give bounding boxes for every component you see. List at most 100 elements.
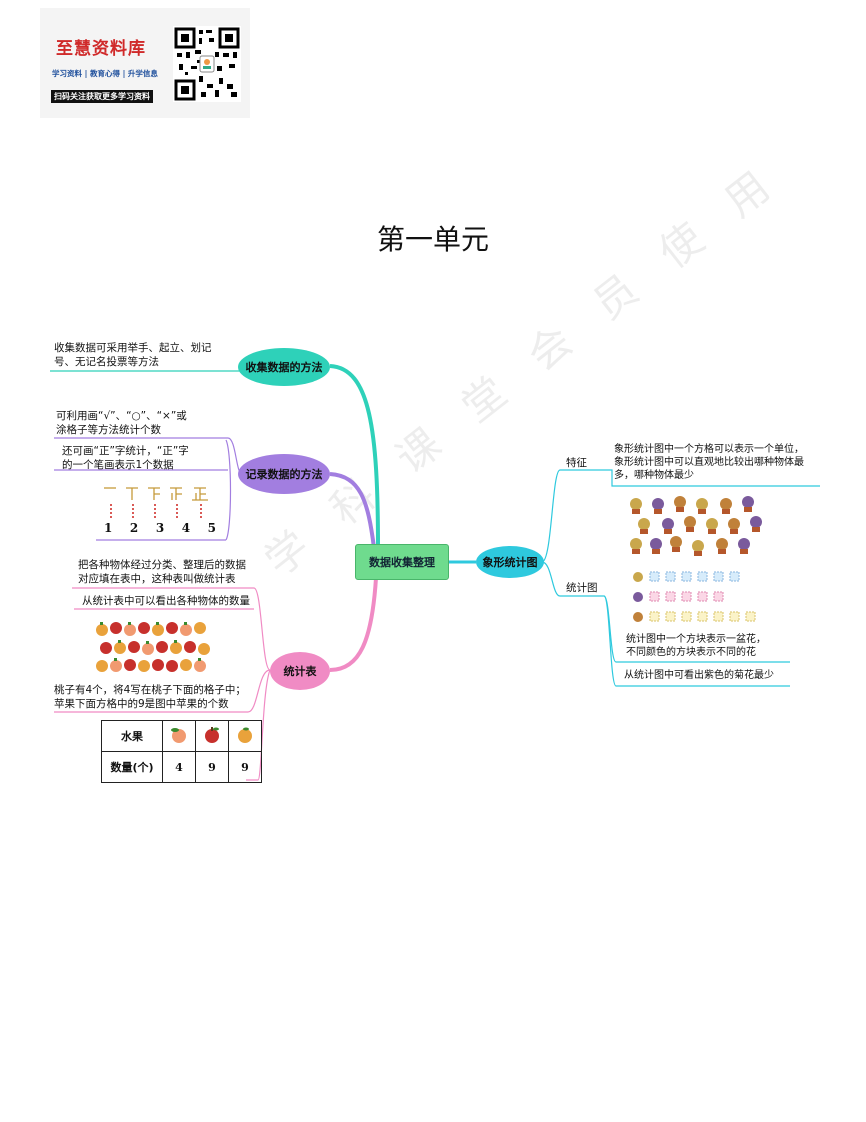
flower-icon	[638, 518, 650, 530]
chart-label: 统计图	[566, 582, 598, 594]
flower-icon	[670, 536, 682, 548]
record-note-2-line-1: 还可画“正”字统计，“正”字	[62, 445, 189, 457]
flower-icon	[630, 498, 642, 510]
table-note-2: 从统计表中可以看出各种物体的数量	[82, 595, 250, 607]
collect-note-line-1: 收集数据可采用举手、起立、划记	[54, 342, 212, 354]
flower-icon	[720, 498, 732, 510]
feature-note-line-2: 象形统计图中可以直观地比较出哪种物体最	[614, 457, 804, 468]
chart-note-1: 统计图中一个方块表示一盆花， 不同颜色的方块表示不同的花	[626, 633, 766, 659]
chart-note-2: 从统计图中可看出紫色的菊花最少	[624, 670, 774, 681]
node-stat-table: 统计表	[270, 652, 330, 690]
pot-icon	[708, 529, 716, 534]
table-note-1-line-2: 对应填在表中，这种表叫做统计表	[78, 573, 236, 585]
table-note-3: 桃子有4个，将4写在桃子下面的格子中； 苹果下面方格中的9是图中苹果的个数	[54, 683, 246, 711]
zheng-number: 4	[181, 521, 191, 535]
flower-icon	[630, 538, 642, 550]
flower-icon	[652, 498, 664, 510]
table-note-1: 把各种物体经过分类、整理后的数据 对应填在表中，这种表叫做统计表	[78, 558, 246, 586]
table-header-fruit: 水果	[101, 720, 163, 752]
feature-label: 特征	[566, 457, 587, 469]
pot-icon	[654, 509, 662, 514]
brand-tags: 学习资料 | 教育心得 | 升学信息	[52, 69, 158, 78]
flower-icon	[742, 496, 754, 508]
table-row: 数量(个) 4 9 9	[101, 751, 262, 783]
connector-table	[329, 577, 378, 672]
table-row: 水果	[101, 720, 262, 752]
flower-icon	[716, 538, 728, 550]
page-title: 第一单元	[376, 223, 489, 256]
connector-collect	[329, 364, 380, 549]
table-note-1-line-1: 把各种物体经过分类、整理后的数据	[78, 559, 246, 571]
pot-icon	[744, 507, 752, 512]
zheng-number: 5	[207, 521, 216, 535]
flower-icon	[696, 498, 708, 510]
pot-icon	[698, 509, 706, 514]
pot-icon	[740, 549, 748, 554]
feature-note-line-1: 象形统计图中一个方格可以表示一个单位，	[614, 444, 804, 455]
flower-icon	[706, 518, 718, 530]
flower-icon	[692, 540, 704, 552]
flower-icon	[750, 516, 762, 528]
record-note-1: 可利用画“√”、“○”、“×”或 涂格子等方法统计个数	[56, 409, 187, 437]
table-cell: 9	[228, 751, 262, 783]
connector-record	[329, 472, 376, 549]
apple-icon	[195, 720, 229, 752]
node-pictograph: 象形统计图	[476, 546, 544, 578]
node-collect-methods: 收集数据的方法	[238, 348, 330, 386]
pot-icon	[752, 527, 760, 532]
orange-icon	[228, 720, 262, 752]
table-cell: 9	[195, 751, 229, 783]
record-note-2: 还可画“正”字统计，“正”字 的一个笔画表示1个数据	[62, 444, 189, 472]
pot-icon	[694, 551, 702, 556]
pot-icon	[664, 529, 672, 534]
flower-icon	[728, 518, 740, 530]
pot-icon	[640, 529, 648, 534]
chart-note-1-line-1: 统计图中一个方块表示一盆花，	[626, 634, 766, 645]
flower-icon	[674, 496, 686, 508]
zheng-strokes-illustration	[104, 487, 208, 518]
table-cell: 4	[162, 751, 196, 783]
peach-icon	[162, 720, 196, 752]
zheng-number-row: 1 2 3 4 5	[104, 521, 216, 535]
flower-icon	[650, 538, 662, 550]
feature-note-line-3: 多，哪种物体最少	[614, 470, 694, 481]
flower-block-chart	[633, 571, 756, 622]
pot-icon	[632, 509, 640, 514]
feature-note: 象形统计图中一个方格可以表示一个单位， 象形统计图中可以直观地比较出哪种物体最 …	[614, 443, 804, 482]
collect-note-line-2: 号、无记名投票等方法	[54, 356, 159, 368]
zheng-number: 2	[129, 521, 139, 535]
pot-icon	[676, 507, 684, 512]
collect-note: 收集数据可采用举手、起立、划记 号、无记名投票等方法	[54, 341, 212, 369]
flower-row-orange	[633, 611, 756, 622]
table-note-3-line-2: 苹果下面方格中的9是图中苹果的个数	[54, 698, 229, 710]
record-note-2-line-2: 的一个笔画表示1个数据	[62, 459, 174, 471]
table-header-count: 数量(个)	[101, 751, 163, 783]
record-note-1-line-2: 涂格子等方法统计个数	[56, 424, 161, 436]
brand-cta: 扫码关注获取更多学习资料	[51, 90, 153, 103]
table-note-3-line-1: 桃子有4个，将4写在桃子下面的格子中；	[54, 684, 246, 696]
pot-icon	[722, 509, 730, 514]
flower-icon	[738, 538, 750, 550]
zheng-number: 1	[104, 521, 113, 535]
pot-icon	[686, 527, 694, 532]
brand-banner: 至慧资料库 学习资料 | 教育心得 | 升学信息 扫码关注获取更多学习资料	[40, 8, 250, 118]
zheng-number: 3	[155, 521, 165, 535]
chart-note-1-line-2: 不同颜色的方块表示不同的花	[626, 647, 756, 658]
fruit-stat-table: 水果 数量(个) 4 9 9	[101, 720, 262, 783]
node-record-methods: 记录数据的方法	[238, 454, 330, 494]
brand-name: 至慧资料库	[56, 39, 146, 59]
qr-code-icon	[173, 26, 241, 102]
pot-icon	[672, 547, 680, 552]
flower-icon	[684, 516, 696, 528]
flower-row-purple	[633, 591, 724, 602]
pot-icon	[718, 549, 726, 554]
record-note-1-line-1: 可利用画“√”、“○”、“×”或	[56, 410, 187, 422]
flower-row-yellow	[633, 571, 740, 582]
fruit-illustration	[96, 622, 210, 672]
flower-icon	[662, 518, 674, 530]
pot-icon	[652, 549, 660, 554]
pot-icon	[730, 529, 738, 534]
pot-icon	[632, 549, 640, 554]
center-node: 数据收集整理	[355, 544, 449, 580]
